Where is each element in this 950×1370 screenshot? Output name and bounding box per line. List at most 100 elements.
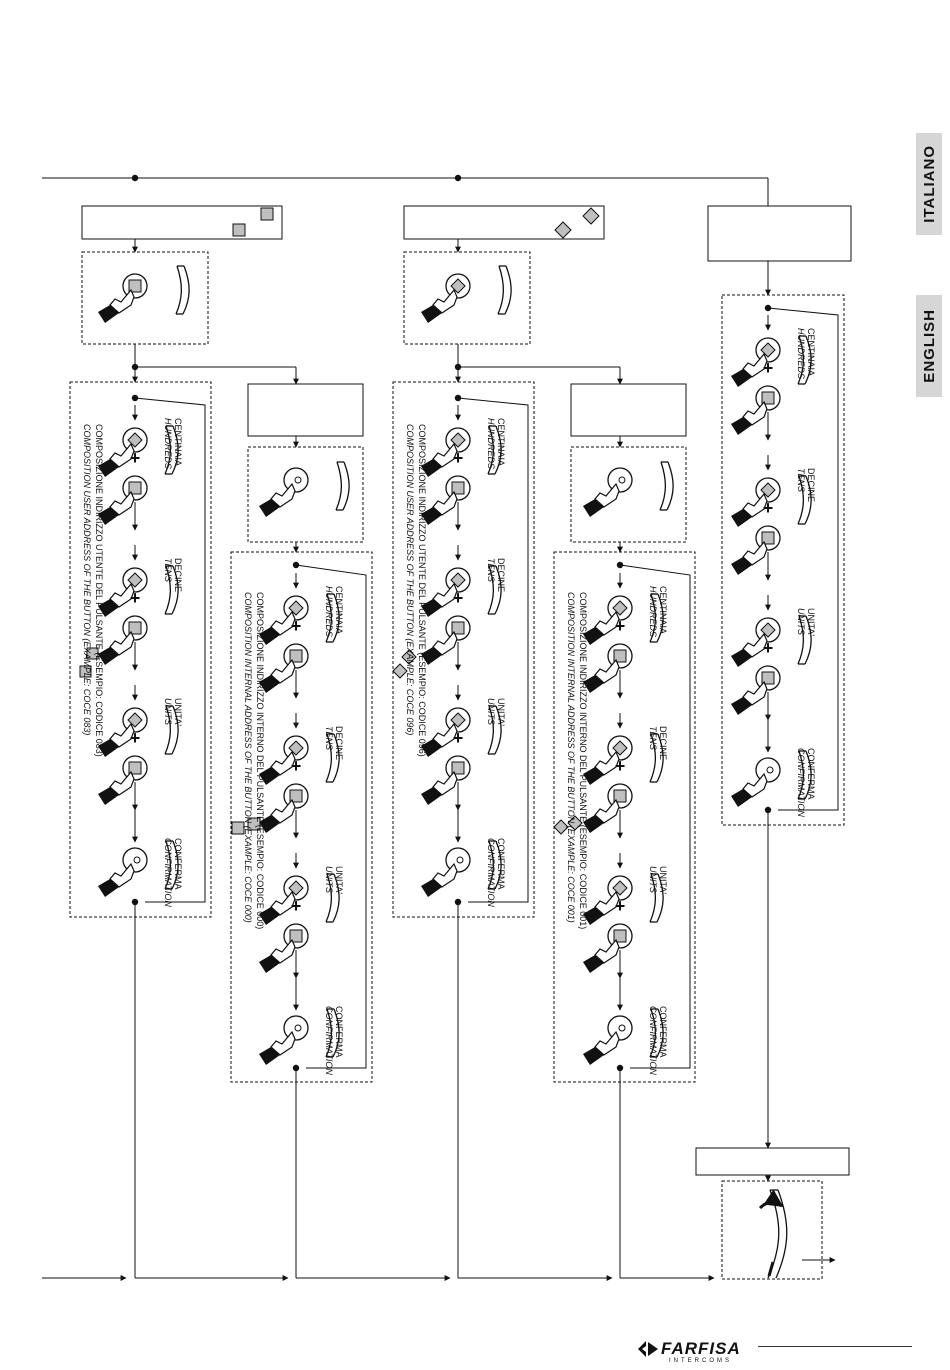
hand-press-square-icon — [731, 665, 781, 715]
icon-layer — [79, 207, 812, 1279]
confirm-label: CONFERMACONFIRMATION — [796, 748, 816, 817]
plus-sign: + — [291, 896, 302, 916]
box-e-hangup — [721, 1180, 823, 1280]
box-e-bottom — [695, 1147, 850, 1176]
hand-press-ring-icon — [259, 1015, 309, 1065]
hand-press-diamond-icon — [731, 337, 781, 387]
plus-sign: + — [130, 588, 141, 608]
farfisa-logo: FARFISA INTERCOMS — [636, 1339, 786, 1369]
square-button-icon — [232, 223, 246, 237]
junction-dot — [454, 174, 462, 182]
handset-icon — [487, 425, 502, 475]
hand-press-square-icon — [583, 643, 633, 693]
hand-press-square-icon — [583, 923, 633, 973]
handset-icon — [164, 425, 179, 475]
plus-sign: + — [763, 498, 774, 518]
box-a-top — [81, 205, 283, 240]
plus-sign: + — [615, 896, 626, 916]
hand-press-square-icon — [259, 783, 309, 833]
hand-press-diamond-icon — [583, 735, 633, 785]
hand-press-square-icon — [421, 475, 471, 525]
hand-press-diamond-icon — [259, 875, 309, 925]
box-d-top — [570, 383, 687, 437]
plus-sign: + — [130, 728, 141, 748]
junction-dot — [131, 174, 139, 182]
box-a-dial — [69, 381, 212, 918]
hand-press-square-icon — [421, 615, 471, 665]
square-button-icon — [260, 207, 274, 221]
tab-italiano: ITALIANO — [916, 133, 942, 235]
hand-press-diamond-icon — [583, 595, 633, 645]
loop-d — [619, 564, 691, 1069]
plus-sign: + — [615, 756, 626, 776]
loop-b — [295, 564, 367, 1069]
handset-icon — [175, 265, 190, 315]
hand-press-ring-icon — [583, 467, 633, 517]
plus-sign: + — [130, 448, 141, 468]
handset-icon — [487, 705, 502, 755]
square-button-icon — [231, 821, 245, 835]
handset-icon — [325, 1008, 340, 1058]
junction-dot — [454, 898, 462, 906]
hand-press-ring-icon — [98, 847, 148, 897]
diamond-button-icon — [554, 221, 572, 239]
hand-press-diamond-icon — [421, 567, 471, 617]
step-label: DECINETENS — [163, 558, 183, 592]
handset-icon — [649, 733, 664, 783]
tab-italiano-label: ITALIANO — [920, 145, 938, 223]
step-label: UNITA'UNITS — [796, 608, 816, 636]
box-b-top — [247, 383, 364, 437]
step-label: DECINETENS — [486, 558, 506, 592]
footer-rule — [758, 1346, 912, 1347]
handset-icon — [164, 840, 179, 890]
plus-sign: + — [763, 358, 774, 378]
step-label: CENTINAIAHUNDREDS — [486, 418, 506, 469]
handset-icon — [335, 461, 350, 511]
step-label: CENTINAIAHUNDREDS — [796, 328, 816, 379]
hand-press-square-icon — [98, 475, 148, 525]
hand-press-square-icon — [731, 525, 781, 575]
note-italian: COMPOSIZIONE INDIRIZZO UTENTE DEL PULSAN… — [94, 424, 104, 757]
step-label: DECINETENS — [796, 468, 816, 502]
confirm-label: CONFERMACONFIRMATION — [648, 1006, 668, 1075]
diamond-button-icon — [401, 649, 417, 665]
hand-press-square-icon — [98, 615, 148, 665]
step-label: CENTINAIAHUNDREDS — [648, 586, 668, 637]
diamond-button-icon — [567, 815, 583, 831]
box-c-press — [403, 251, 531, 345]
hand-press-square-icon — [259, 643, 309, 693]
box-d-dial — [553, 551, 696, 1083]
hand-press-square-icon — [259, 923, 309, 973]
plus-sign: + — [453, 588, 464, 608]
handset-icon — [487, 565, 502, 615]
hand-press-diamond-icon — [421, 427, 471, 477]
label-layer: + CENTINAIAHUNDREDS + DECINETENS + UNITA'UNIT… — [82, 328, 816, 1075]
plus-sign: + — [291, 756, 302, 776]
hand-press-square-icon — [98, 273, 148, 323]
step-label: CENTINAIAHUNDREDS — [163, 418, 183, 469]
diamond-button-icon — [392, 663, 408, 679]
step-label: DECINETENS — [648, 726, 668, 760]
handset-icon — [797, 615, 812, 665]
hand-press-diamond-icon — [421, 273, 471, 323]
note-italian: COMPOSIZIONE INDIRIZZO UTENTE DEL PULSAN… — [417, 424, 427, 757]
hang-up-arrow-icon — [758, 1189, 784, 1210]
handset-icon — [497, 265, 512, 315]
loop-e — [767, 307, 839, 811]
diamond-button-icon — [582, 207, 600, 225]
step-label: DECINETENS — [324, 726, 344, 760]
diamond-button-icon — [553, 819, 569, 835]
tab-english-label: ENGLISH — [920, 309, 938, 383]
hand-press-diamond-icon — [731, 477, 781, 527]
hand-press-square-icon — [98, 755, 148, 805]
hand-press-diamond-icon — [98, 707, 148, 757]
loop-a — [134, 397, 206, 903]
logo-name: FARFISA — [661, 1339, 741, 1358]
junction-dot — [131, 898, 139, 906]
plus-sign: + — [763, 638, 774, 658]
handset-icon — [797, 335, 812, 385]
connector-lines — [42, 174, 839, 1281]
hand-press-square-icon — [731, 385, 781, 435]
box-b-dial — [230, 551, 373, 1083]
hand-press-ring-icon — [731, 757, 781, 807]
